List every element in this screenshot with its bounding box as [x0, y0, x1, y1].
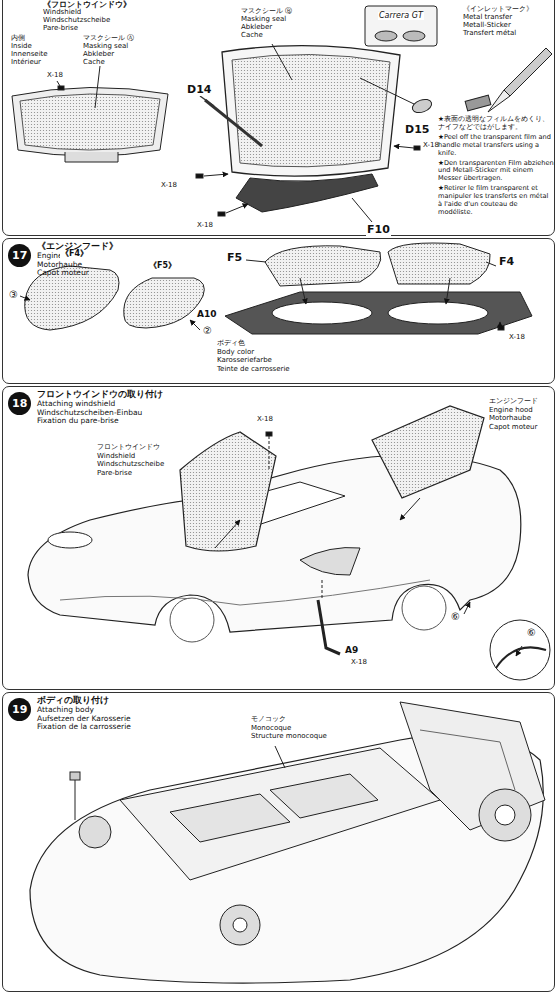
screw-code: X-18 [256, 416, 274, 423]
step-title: フロントウインドウの取り付け [37, 390, 163, 399]
part-label: Karosseriefarbe [216, 357, 273, 364]
part-code: 《F4》 [60, 250, 89, 258]
part-label: Monocoque [250, 725, 292, 732]
part-label: Metall-Sticker [462, 22, 512, 29]
screw-code: X-18 [508, 334, 526, 341]
part-label: Motorhaube [488, 415, 532, 422]
section-title: Windschutzscheibe [43, 17, 110, 24]
part-label: Windschutzscheibe [96, 461, 165, 468]
callout-number: ② [202, 326, 213, 337]
section-title: Pare-brise [43, 25, 78, 32]
part-label: Abkleber [240, 24, 273, 31]
part-code: D14 [186, 84, 212, 96]
part-label: マスクシール Ⓐ [82, 35, 135, 42]
part-label: エンジンフード [488, 398, 539, 405]
section-title: Windshield [43, 9, 81, 16]
step-title: Attaching body [37, 706, 94, 714]
part-code: F4 [498, 256, 515, 268]
screw-code: X-18 [196, 222, 214, 229]
part-label: Body color [216, 349, 255, 356]
step-number: 18 [8, 392, 31, 415]
notes-column: ★表面の透明なフィルムをめくり、ナイフなどではがします。 ★Peel off th… [438, 116, 554, 219]
step-title: Aufsetzen der Karosserie [37, 715, 131, 723]
note-text: ★表面の透明なフィルムをめくり、ナイフなどではがします。 [438, 116, 554, 132]
step-panel: 17《エンジンフード》Engine hoodMotorhaubeCapot mo… [2, 238, 555, 384]
part-label: マスクシール Ⓑ [240, 8, 293, 15]
part-label: Cache [240, 32, 264, 39]
part-label: Abkleber [82, 51, 115, 58]
part-label: Masking seal [240, 16, 287, 23]
step-title: ボディの取り付け [37, 696, 109, 705]
part-label: 内側 [10, 35, 26, 42]
note-text: ★Peel off the transparent film and handl… [438, 134, 554, 158]
step-number: 17 [8, 244, 31, 267]
part-label: Intérieur [10, 59, 42, 66]
screw-code: X-18 [46, 72, 64, 79]
part-code: D15 [404, 124, 430, 136]
part-label: ボディ色 [216, 340, 246, 347]
part-label: Masking seal [82, 43, 129, 50]
callout-number: ⑥ [450, 612, 461, 623]
part-label: Capot moteur [488, 424, 538, 431]
part-code: A10 [196, 310, 218, 319]
step-number: 19 [8, 698, 31, 721]
step-title: Capot moteur [37, 269, 89, 277]
part-code: A9 [344, 646, 359, 655]
step-title: Fixation du pare-brise [37, 417, 119, 425]
screw-code: X-18 [422, 142, 440, 149]
part-label: Structure monocoque [250, 733, 328, 740]
step-title: Attaching windshield [37, 400, 115, 408]
section-title: 《フロントウインドウ》 [43, 1, 131, 9]
step-panel: 18フロントウインドウの取り付けAttaching windshieldWind… [2, 386, 555, 690]
step-title: Fixation de la carrosserie [37, 723, 131, 731]
screw-code: X-18 [350, 659, 368, 666]
part-code: F10 [366, 224, 391, 236]
part-label: 《インレットマーク》 [462, 6, 534, 13]
part-label: Cache [82, 59, 106, 66]
screw-code: X-18 [160, 182, 178, 189]
part-label: Pare-brise [96, 470, 133, 477]
part-label: Metal transfer [462, 14, 513, 21]
part-label: Inside [10, 43, 33, 50]
part-label: Innenseite [10, 51, 49, 58]
step-title: Windschutzscheiben-Einbau [37, 409, 142, 417]
step-title: Motorhaube [37, 261, 82, 269]
callout-number: ⑥ [526, 628, 537, 639]
note-text: ★Den transparenten Film abziehen und Met… [438, 160, 554, 184]
decal-text: Carrera GT [378, 12, 424, 20]
part-code: F5 [226, 252, 243, 264]
part-label: Engine hood [488, 407, 534, 414]
part-code: 《F5》 [148, 262, 177, 270]
callout-number: ③ [8, 290, 19, 301]
part-label: フロントウインドウ [96, 444, 161, 451]
part-label: Transfert métal [462, 30, 517, 37]
note-text: ★Retirer le film transparent et manipule… [438, 185, 554, 217]
part-label: Teinte de carrosserie [216, 366, 291, 373]
part-label: モノコック [250, 716, 287, 723]
part-label: Windshield [96, 453, 136, 460]
